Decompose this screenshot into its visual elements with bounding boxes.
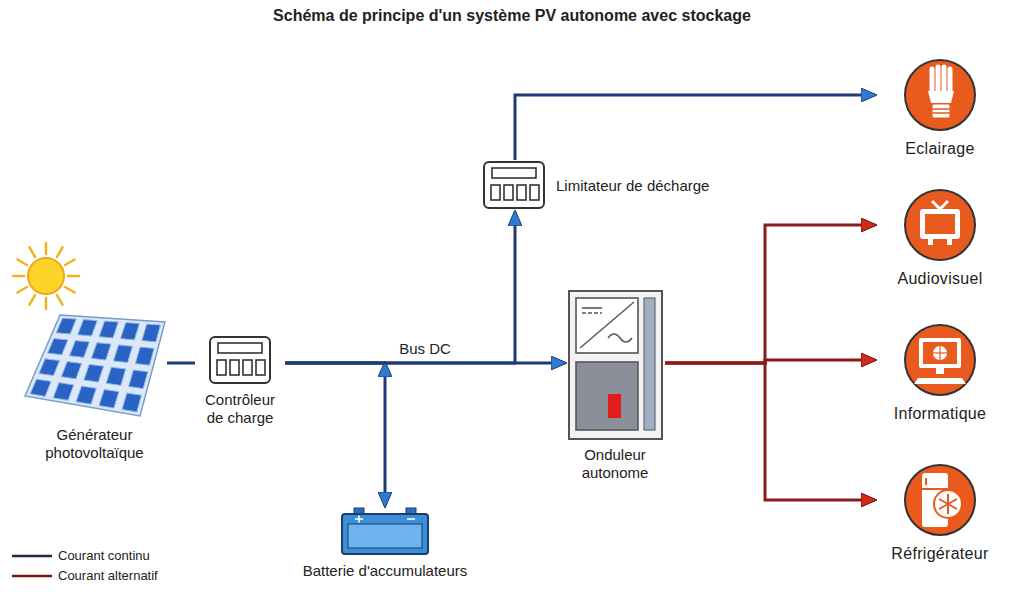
legend-text: Courant continu [52,548,150,564]
pv-cell [30,379,51,396]
load-audiovisual-icon [902,187,978,263]
dc-connector [285,212,515,363]
load-lighting: Eclairage [875,57,1005,158]
pv-cell [99,390,119,409]
legend-sample [12,551,52,561]
charge-controller: Contrôleur de charge [195,335,285,427]
node-label: Limitateur de décharge [548,177,709,195]
pv-generator-icon [22,310,167,420]
panel-frame [25,315,165,416]
sun-ray [13,275,24,278]
sun-ray [57,247,63,257]
sun-ray [65,260,75,266]
sun-ray [65,287,75,293]
discharge-limiter-icon [482,160,548,212]
sun-ray [45,243,48,254]
pv-cell [129,370,148,389]
legend-row: Courant continu [12,546,158,566]
pv-cell [142,324,161,342]
pv-cell [84,364,104,382]
ac-connector [665,225,875,363]
sun-disc [28,258,64,294]
sun-ray [45,298,48,309]
dc-connector [515,95,875,160]
sun-ray [30,247,36,257]
load-lighting-icon [902,57,978,133]
legend-sample [12,571,52,581]
pv-cell [113,345,132,363]
sun-ray [30,295,36,305]
sun-ray [68,275,79,278]
edge-label: Bus DC [397,340,453,357]
inverter: Onduleur autonome [565,290,665,482]
pv-cell [48,339,68,355]
node-label: Générateur photovoltaïque [22,426,167,462]
sun-illustration [10,240,82,312]
node-label: Audiovisuel [875,269,1005,288]
legend-line [12,575,52,578]
load-computing-icon [902,322,978,398]
pv-cell [106,367,126,385]
pv-cell [91,343,111,360]
pv-cell [56,318,76,334]
pv-generator: Générateur photovoltaïque [22,310,167,462]
legend: Courant continuCourant alternatif [12,546,158,586]
load-audiovisual: Audiovisuel [875,187,1005,288]
node-label: Informatique [875,404,1005,423]
node-label: Réfrigérateur [875,544,1005,563]
pv-cell [122,393,141,412]
node-label: Eclairage [875,139,1005,158]
pv-cell [78,320,98,336]
load-fridge-icon [902,462,978,538]
battery-icon [340,506,430,556]
charge-controller-icon [208,335,272,385]
sun-ray [17,287,27,293]
dc-connector [167,362,195,365]
inverter-icon [568,290,663,440]
load-fridge: Réfrigérateur [875,462,1005,563]
pv-cell [39,359,60,376]
ac-connector [665,363,875,500]
legend-line [12,555,52,558]
pv-cell [76,386,96,404]
sun-ray [17,260,27,266]
diagram-title: Schéma de principe d'un système PV auton… [0,7,1024,25]
pv-cell [99,321,118,338]
node-label: Onduleur autonome [565,446,665,482]
legend-row: Courant alternatif [12,566,158,586]
sun-ray [57,295,63,305]
discharge-limiter: Limitateur de décharge [482,160,709,212]
dc-connector [384,363,387,506]
pv-cell [53,383,73,401]
pv-cell [121,323,140,340]
legend-text: Courant alternatif [52,568,158,584]
pv-cell [61,362,81,379]
node-label: Batterie d'accumulateurs [290,562,480,580]
node-label: Contrôleur de charge [195,391,285,427]
pv-cell [70,341,90,358]
battery: Batterie d'accumulateurs [290,506,480,580]
pv-cell [135,347,154,365]
load-computing: Informatique [875,322,1005,423]
